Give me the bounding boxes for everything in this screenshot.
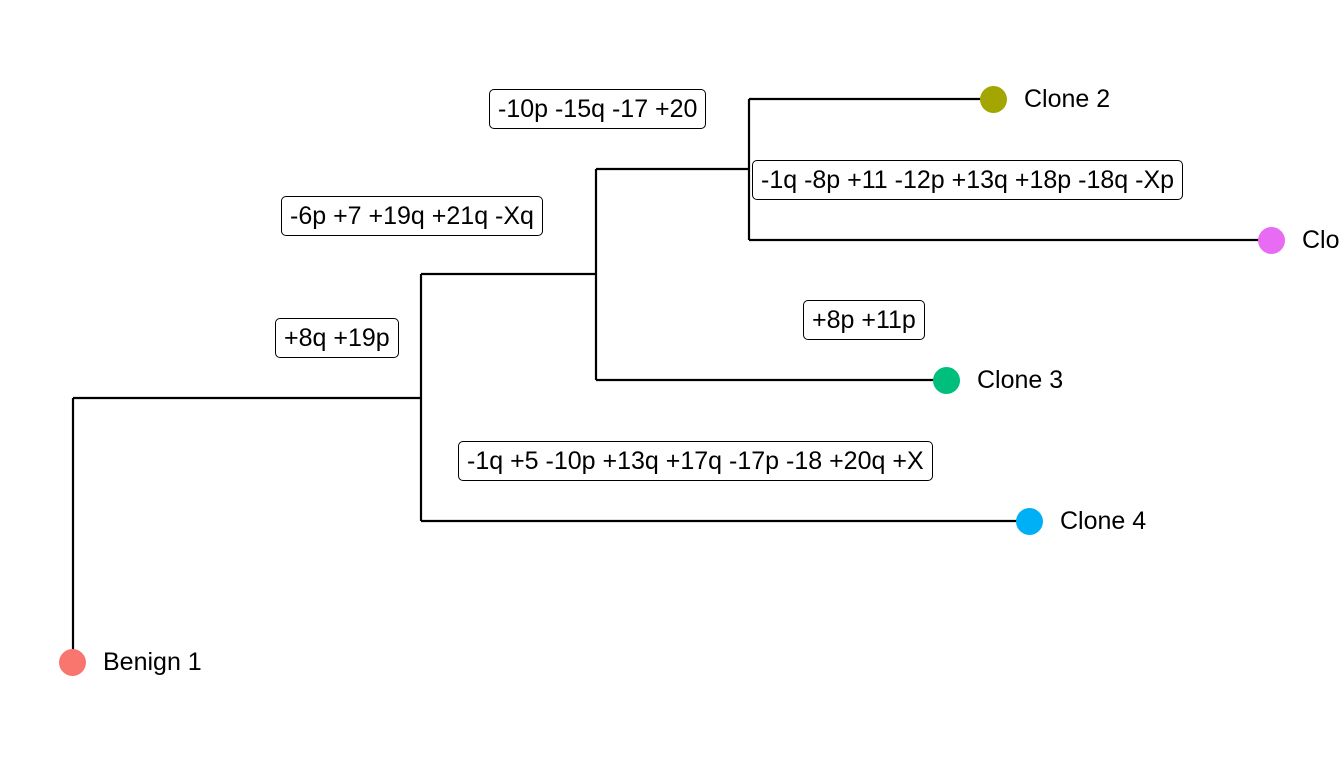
tip-clone-5: Clo [1258,226,1340,254]
event-label: -10p -15q -17 +20 [489,89,707,129]
tip-label: Benign 1 [103,648,202,676]
tip-label: Clone 3 [977,366,1064,394]
event-label: -6p +7 +19q +21q -Xq [281,196,543,236]
tip-label: Clone 4 [1060,507,1147,535]
event-label: +8p +11p [803,300,925,340]
event-label: +8q +19p [275,318,399,358]
event-label: -1q +5 -10p +13q +17q -17p -18 +20q +X [458,441,933,481]
tip-clone-2: Clone 2 [980,85,1110,113]
tip-marker [933,366,960,394]
tip-marker [1016,507,1043,535]
tip-label: Clo [1302,226,1340,254]
tip-clone-3: Clone 3 [933,366,1063,394]
tip-clone-4: Clone 4 [1016,507,1146,535]
tip-label: Clone 2 [1024,85,1111,113]
tip-marker [980,85,1007,113]
tip-marker [1258,226,1285,254]
tip-marker [59,648,86,676]
tip-benign-1: Benign 1 [59,648,202,676]
event-label: -1q -8p +11 -12p +13q +18p -18q -Xp [752,160,1184,200]
